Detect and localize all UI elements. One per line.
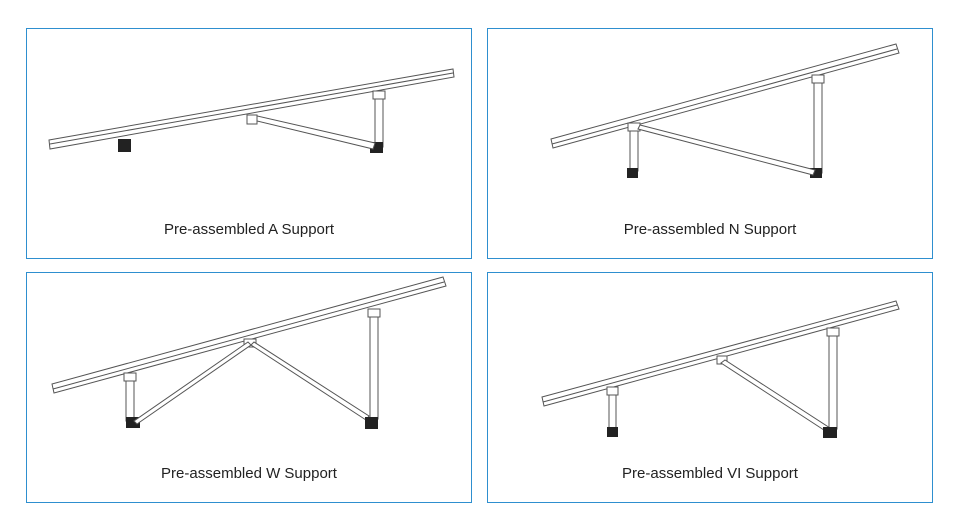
panel-n-support: Pre-assembled N Support — [487, 28, 933, 259]
diagonal-brace — [720, 359, 831, 433]
rear-foot — [365, 417, 378, 429]
right-brace — [250, 341, 370, 421]
caption-vi-support: Pre-assembled VI Support — [622, 465, 798, 482]
caption-a-support: Pre-assembled A Support — [163, 221, 335, 238]
n-support-drawing — [550, 43, 900, 178]
rear-foot — [370, 142, 383, 153]
rear-foot — [823, 427, 837, 438]
rear-post — [811, 74, 825, 174]
front-post — [606, 386, 619, 430]
front-post — [123, 372, 137, 422]
rear-post — [367, 308, 381, 420]
a-support-drawing — [48, 68, 455, 153]
front-foot — [126, 417, 140, 428]
diagonal-brace — [246, 114, 376, 150]
rail — [550, 43, 900, 149]
front-foot — [118, 139, 131, 152]
w-support-drawing — [51, 276, 447, 429]
rear-foot — [810, 168, 822, 178]
diagonal-brace — [637, 124, 816, 176]
rail — [541, 300, 900, 407]
panel-vi-support: Pre-assembled VI Support — [487, 272, 933, 503]
front-post — [627, 122, 641, 172]
caption-n-support: Pre-assembled N Support — [623, 221, 797, 238]
rear-post — [826, 327, 840, 430]
front-foot — [627, 168, 638, 178]
caption-w-support: Pre-assembled W Support — [161, 465, 337, 482]
panel-w-support: Pre-assembled W Support — [26, 272, 472, 503]
panel-a-support: Pre-assembled A Support — [26, 28, 472, 259]
rear-post — [372, 90, 386, 148]
front-foot — [607, 427, 618, 437]
rail — [51, 276, 447, 394]
rail — [48, 68, 455, 150]
vi-support-drawing — [541, 300, 900, 438]
